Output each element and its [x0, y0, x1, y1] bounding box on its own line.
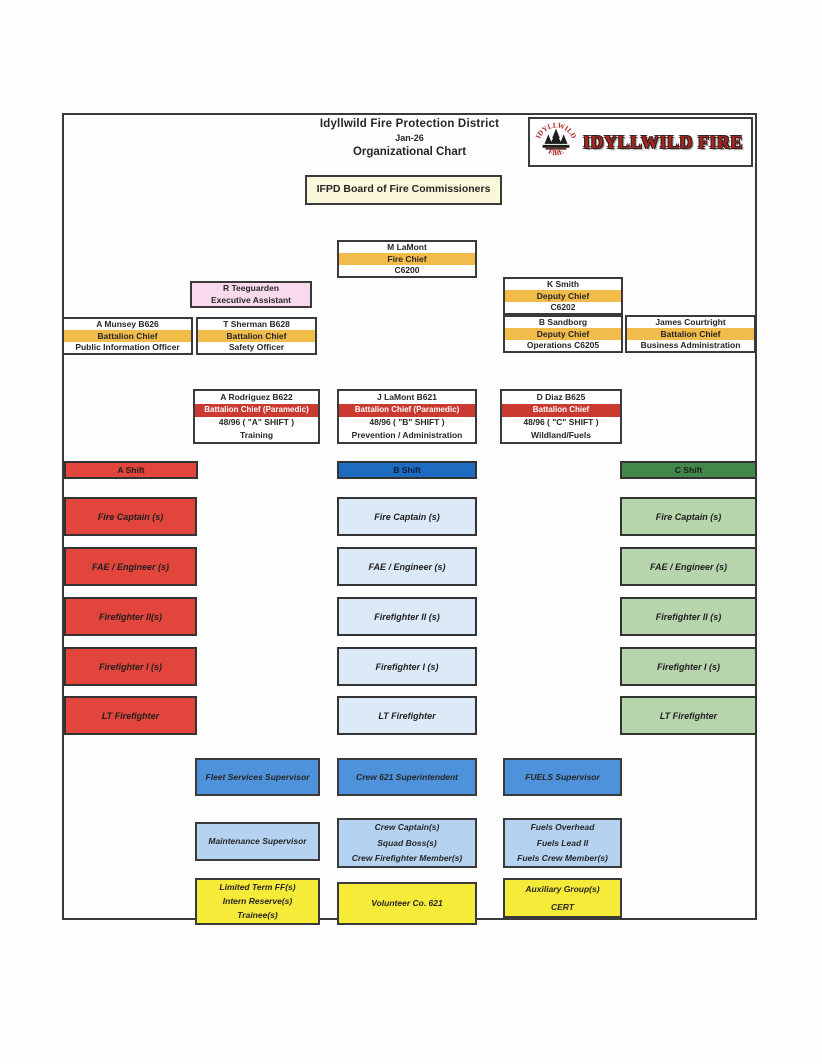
person-name: M LaMont	[387, 242, 427, 253]
header-c-shift: C Shift	[620, 461, 757, 479]
role-line: Crew Firefighter Member(s)	[351, 852, 463, 863]
box-crew-621-superintendent: Crew 621 Superintendent	[337, 758, 477, 796]
person-role: Safety Officer	[228, 341, 285, 352]
box-executive-assistant: R Teeguarden Executive Assistant	[190, 281, 312, 308]
person-role: Public Information Officer	[75, 341, 180, 352]
shift-schedule: 48/96 ( "B" SHIFT )	[369, 417, 445, 428]
person-title: Battalion Chief	[627, 328, 754, 340]
rank-a-firefighter-2: Firefighter II(s)	[64, 597, 197, 636]
person-title: Battalion Chief (Paramedic)	[195, 403, 318, 417]
box-fire-chief: M LaMont Fire Chief C6200	[337, 240, 477, 278]
box-deputy-chief-admin: K Smith Deputy Chief C6202	[503, 277, 623, 315]
person-name: James Courtright	[655, 317, 726, 328]
header-a-shift: A Shift	[64, 461, 198, 479]
department-logo: IDYLLWILD FIRE IDYLLWILD FIRE	[528, 117, 753, 167]
rank-b-lt-firefighter: LT Firefighter	[337, 696, 477, 735]
person-name: B Sandborg	[538, 317, 588, 328]
shift-schedule: 48/96 ( "A" SHIFT )	[218, 417, 295, 428]
box-fuels-supervisor: FUELS Supervisor	[503, 758, 622, 796]
role-label: Crew 621 Superintendent	[355, 771, 459, 782]
rank-c-firefighter-1: Firefighter I (s)	[620, 647, 757, 686]
role-line: Trainee(s)	[237, 910, 278, 921]
box-battalion-chief-a: A Rodriguez B622 Battalion Chief (Parame…	[193, 389, 320, 444]
person-name: A Munsey B626	[96, 319, 159, 330]
pine-trees-icon	[542, 128, 570, 150]
box-crew-members: Crew Captain(s) Squad Boss(s) Crew Firef…	[337, 818, 477, 868]
person-role: Training	[239, 430, 274, 441]
box-battalion-chief-c: D Diaz B625 Battalion Chief 48/96 ( "C" …	[500, 389, 622, 444]
box-battalion-chief-b: J LaMont B621 Battalion Chief (Paramedic…	[337, 389, 477, 444]
box-business-administration: James Courtright Battalion Chief Busines…	[625, 315, 756, 353]
role-line: Auxiliary Group(s)	[525, 883, 600, 894]
role-line: Crew Captain(s)	[374, 822, 440, 833]
rank-a-fire-captain: Fire Captain (s)	[64, 497, 197, 536]
role-line: Fuels Overhead	[530, 822, 595, 833]
person-role: Business Administration	[640, 339, 741, 350]
box-deputy-chief-operations: B Sandborg Deputy Chief Operations C6205	[503, 315, 623, 353]
header-b-shift: B Shift	[337, 461, 477, 479]
person-role: Prevention / Administration	[351, 430, 463, 441]
person-name: R Teeguarden	[222, 283, 280, 294]
rank-a-fae-engineer: FAE / Engineer (s)	[64, 547, 197, 586]
badge-bottom-text: FIRE	[547, 147, 565, 157]
page-title: Idyllwild Fire Protection District	[319, 118, 500, 130]
fire-badge-icon: IDYLLWILD FIRE	[534, 122, 577, 158]
person-title: Battalion Chief	[64, 330, 191, 342]
box-auxiliary-cert: Auxiliary Group(s) CERT	[503, 878, 622, 918]
person-name: K Smith	[546, 279, 580, 290]
shift-schedule: 48/96 ( "C" SHIFT )	[523, 417, 599, 428]
box-fleet-services-supervisor: Fleet Services Supervisor	[195, 758, 320, 796]
person-title: Fire Chief	[339, 253, 475, 265]
box-safety-officer: T Sherman B628 Battalion Chief Safety Of…	[196, 317, 317, 355]
person-title: Deputy Chief	[505, 328, 621, 340]
person-title: Battalion Chief	[502, 403, 620, 417]
person-role: Operations C6205	[526, 339, 600, 350]
logo-wordmark: IDYLLWILD FIRE	[583, 131, 743, 152]
role-label: Maintenance Supervisor	[208, 836, 307, 847]
board-label: IFPD Board of Fire Commissioners	[316, 183, 491, 196]
rank-b-firefighter-2: Firefighter II (s)	[337, 597, 477, 636]
role-label: FUELS Supervisor	[525, 771, 600, 782]
rank-a-lt-firefighter: LT Firefighter	[64, 696, 197, 735]
chart-subtitle: Organizational Chart	[352, 146, 467, 158]
box-maintenance-supervisor: Maintenance Supervisor	[195, 822, 320, 861]
unit-number: C6202	[550, 301, 576, 312]
person-name: T Sherman B628	[223, 319, 290, 330]
box-public-information-officer: A Munsey B626 Battalion Chief Public Inf…	[62, 317, 193, 355]
rank-c-fire-captain: Fire Captain (s)	[620, 497, 757, 536]
role-line: Fuels Crew Member(s)	[517, 852, 608, 863]
rank-b-firefighter-1: Firefighter I (s)	[337, 647, 477, 686]
role-line: Limited Term FF(s)	[219, 881, 296, 892]
person-title: Deputy Chief	[505, 290, 621, 302]
person-name: D Diaz B625	[536, 391, 586, 402]
role-label: Fleet Services Supervisor	[205, 771, 310, 782]
rank-c-firefighter-2: Firefighter II (s)	[620, 597, 757, 636]
rank-c-fae-engineer: FAE / Engineer (s)	[620, 547, 757, 586]
box-limited-term-ff: Limited Term FF(s) Intern Reserve(s) Tra…	[195, 878, 320, 925]
rank-c-lt-firefighter: LT Firefighter	[620, 696, 757, 735]
rank-a-firefighter-1: Firefighter I (s)	[64, 647, 197, 686]
role-line: Fuels Lead II	[536, 837, 589, 848]
person-title: Battalion Chief (Paramedic)	[339, 403, 475, 417]
unit-number: C6200	[394, 264, 420, 275]
box-fuels-crew: Fuels Overhead Fuels Lead II Fuels Crew …	[503, 818, 622, 868]
person-name: A Rodriguez B622	[220, 391, 293, 402]
rank-b-fire-captain: Fire Captain (s)	[337, 497, 477, 536]
person-role: Wildland/Fuels	[531, 430, 591, 441]
title-block: Idyllwild Fire Protection District Jan-2…	[62, 118, 757, 158]
box-volunteer-co-621: Volunteer Co. 621	[337, 882, 477, 925]
svg-text:FIRE: FIRE	[547, 147, 565, 157]
person-title: Battalion Chief	[198, 330, 315, 342]
box-board-of-commissioners: IFPD Board of Fire Commissioners	[305, 175, 502, 205]
person-title: Executive Assistant	[211, 294, 291, 305]
chart-date: Jan-26	[395, 133, 424, 143]
role-line: Intern Reserve(s)	[222, 896, 293, 907]
rank-b-fae-engineer: FAE / Engineer (s)	[337, 547, 477, 586]
role-label: Volunteer Co. 621	[371, 898, 443, 909]
person-name: J LaMont B621	[377, 391, 437, 402]
role-line: Squad Boss(s)	[377, 837, 437, 848]
role-line: CERT	[551, 901, 574, 912]
